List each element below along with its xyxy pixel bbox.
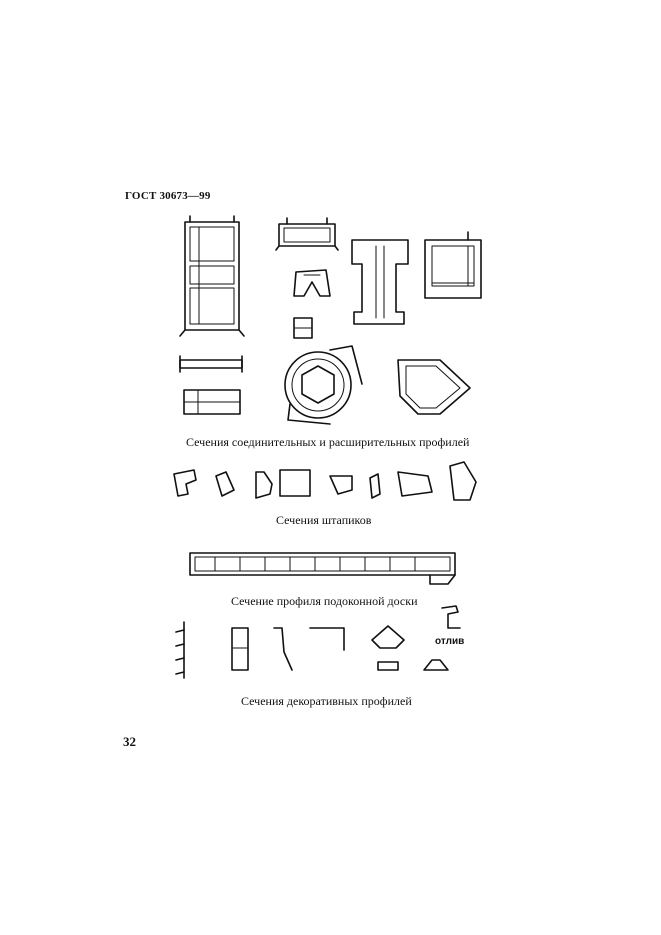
round-corner-profile [284,345,363,425]
small-box-profile [293,317,313,339]
caption-glazing-beads: Сечения штапиков [276,513,372,527]
flat-box-profile [183,389,241,415]
page-number: 32 [123,734,136,749]
angled-corner-profile [397,359,471,415]
square-frame-profile [424,231,482,299]
bead-profiles [173,461,477,501]
document-header: ГОСТ 30673—99 [125,190,211,202]
h-profile [179,355,243,373]
caption-decorative-profiles: Сечения декоративных профилей [241,694,412,708]
tall-connecting-profile [179,215,245,337]
angled-bracket-profile [293,269,331,297]
i-beam-profile [351,239,409,325]
label-drip: отлив [435,636,465,647]
sill-board-profile [189,552,456,585]
caption-connecting-profiles: Сечения соединительных и расширительных … [186,435,470,449]
small-t-profile [275,217,339,251]
caption-sill-board: Сечение профиля подоконной доски [231,594,418,608]
decorative-profiles [175,605,461,679]
